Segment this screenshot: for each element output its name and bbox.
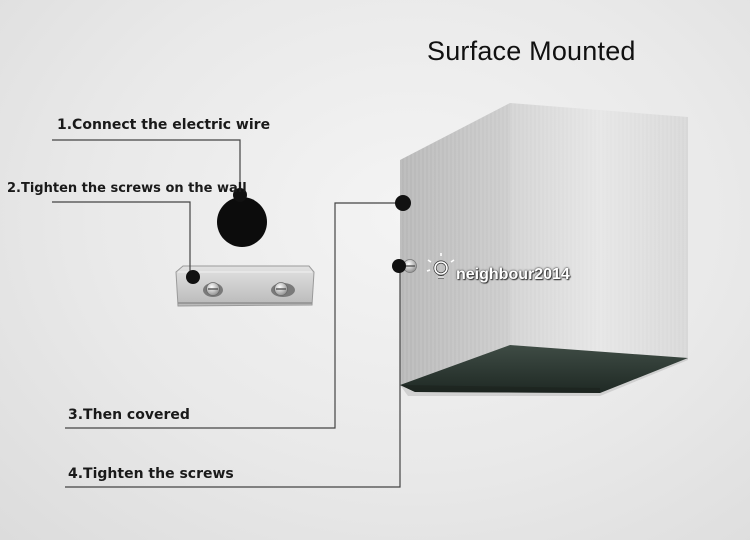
callout-dot-step-4	[392, 259, 406, 273]
callout-dot-step-2	[186, 270, 200, 284]
callout-dots	[186, 188, 411, 284]
bracket-screw-right	[271, 282, 295, 297]
mounting-bracket	[175, 265, 315, 307]
cube-side-screw	[403, 259, 417, 273]
callout-dot-step-3	[395, 195, 411, 211]
leader-line-step-3	[65, 202, 402, 429]
step-4-label: 4.Tighten the screws	[68, 466, 234, 482]
cube-lamp	[400, 103, 688, 396]
leader-line-step-4	[65, 266, 401, 488]
callout-dot-step-1	[233, 188, 247, 202]
watermark: neighbour2014	[456, 266, 570, 283]
page-title: Surface Mounted	[427, 36, 636, 66]
step-3-label: 3.Then covered	[68, 407, 190, 423]
bracket-screw-left	[203, 282, 223, 297]
step-2-label: 2.Tighten the screws on the wall	[7, 181, 247, 196]
leader-lines	[52, 139, 402, 488]
cube-bottom-opening	[400, 345, 688, 393]
lightbulb-icon	[426, 253, 455, 279]
leader-line-step-2	[52, 201, 191, 277]
step-1-label: 1.Connect the electric wire	[57, 117, 271, 133]
leader-line-step-1	[52, 139, 241, 195]
wire-hole	[217, 197, 267, 247]
